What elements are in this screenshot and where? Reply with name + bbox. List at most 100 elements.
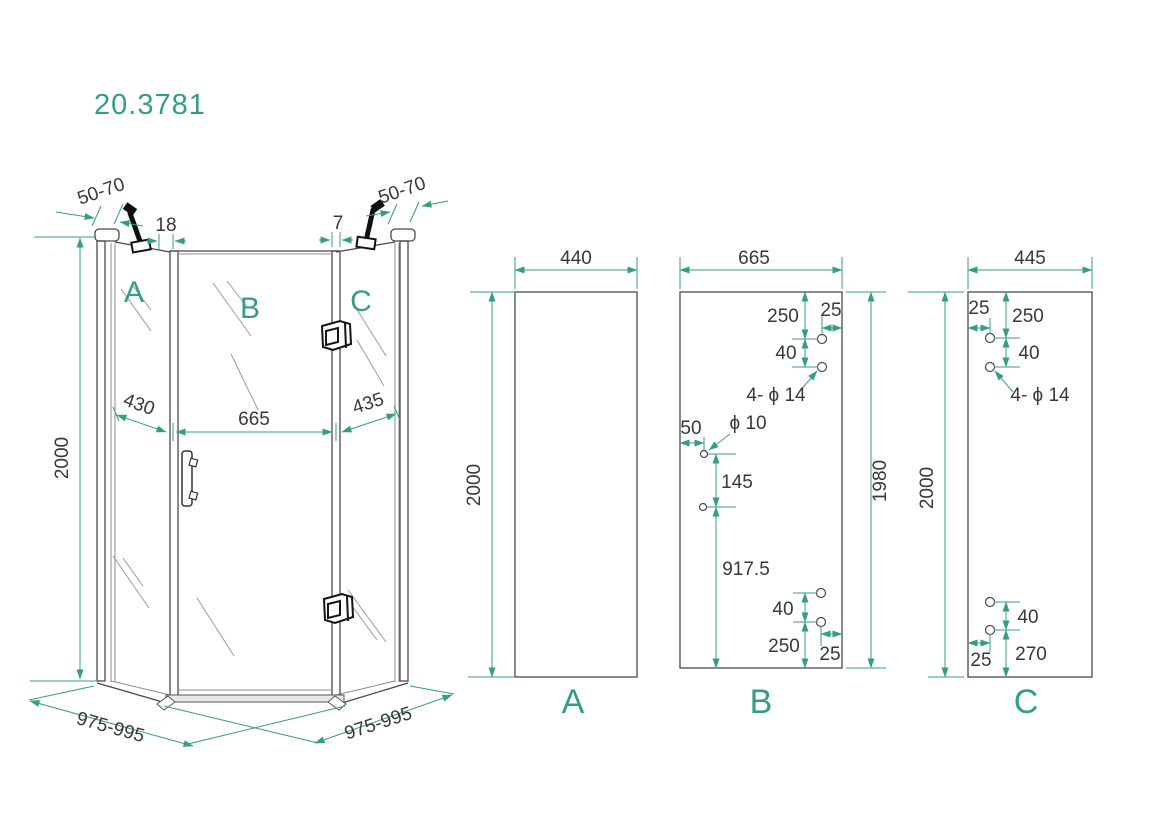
dim-b-mid-inset: 917.5 <box>722 559 770 580</box>
support-bar-right-mount <box>370 199 385 213</box>
drill-hole <box>984 361 996 373</box>
dim-height-persp: 2000 <box>52 437 73 479</box>
dim-c-width-persp-line <box>341 413 397 433</box>
dim-c-top-gap: 40 <box>1018 343 1039 364</box>
handle-mount-bottom <box>188 490 199 501</box>
dim-b-bot-inset: 250 <box>768 636 800 657</box>
ext-tick <box>91 205 102 227</box>
shine-line <box>196 597 235 657</box>
dim-b-mid-edge: 50 <box>680 418 701 439</box>
drill-hole <box>984 596 996 608</box>
drill-hole <box>698 502 708 512</box>
panel-b-view: 665 25 250 40 4- ϕ 14 50 ϕ 10 145 917.5 <box>679 248 891 721</box>
door-frame-left <box>169 250 179 699</box>
drawing-number: 20.3781 <box>94 89 206 121</box>
dim-wall-right-arrow2 <box>421 200 449 208</box>
panel-b-outline <box>679 291 843 669</box>
drill-hole <box>815 616 827 628</box>
dim-wall-right-arrow1 <box>365 210 391 218</box>
ext-line <box>409 685 455 695</box>
hinge-bottom <box>323 593 354 624</box>
persp-label-c: C <box>350 285 372 318</box>
shine-line <box>112 555 150 609</box>
ext-tick <box>409 201 420 223</box>
shine-line <box>132 285 152 311</box>
ext-tick <box>387 203 398 225</box>
dim-b-bot-gap: 40 <box>772 599 793 620</box>
dim-a-width: 440 <box>560 248 592 269</box>
dim-c-top-edge: 25 <box>968 298 989 319</box>
dim-b-width: 665 <box>738 248 770 269</box>
left-wall-profile <box>96 240 106 682</box>
dim-a-height: 2000 <box>464 464 485 506</box>
leader-b-holes <box>798 370 818 393</box>
shine-line <box>226 280 248 308</box>
shine-line <box>120 288 152 332</box>
drill-hole <box>816 333 828 345</box>
ext-tick <box>112 406 120 422</box>
flat-label-a: A <box>562 683 585 721</box>
drill-hole <box>815 587 827 599</box>
dim-c-bot-edge: 25 <box>970 650 991 671</box>
right-wall-cap <box>390 228 416 242</box>
panel-a-view: 440 2000 A <box>464 248 638 721</box>
ext-line <box>163 705 319 744</box>
leader-b-mid-hole <box>708 433 731 451</box>
dim-b-glass-height: 1980 <box>870 460 891 502</box>
hinge-top <box>320 319 353 352</box>
dim-wall-left-arrow1 <box>55 211 95 220</box>
dim-base-right-line <box>314 694 453 744</box>
dim-wall-left: 50-70 <box>75 174 128 210</box>
dim-base-right: 975-995 <box>342 703 415 745</box>
dim-c-bot-gap: 40 <box>1017 607 1038 628</box>
persp-label-b: B <box>240 292 260 325</box>
shine-line <box>351 605 378 641</box>
panel-a-outline <box>514 291 638 678</box>
dim-c-width-persp: 435 <box>350 389 387 419</box>
left-wall-cap <box>94 228 120 242</box>
drill-hole <box>984 624 996 636</box>
ext-tick <box>113 203 124 225</box>
flat-label-b: B <box>750 683 773 721</box>
drill-hole <box>816 361 828 373</box>
support-bar-left-mount <box>122 202 138 216</box>
dim-b-top-edge: 25 <box>820 300 841 321</box>
ext-tick <box>393 405 401 421</box>
dim-c-height: 2000 <box>917 467 938 509</box>
dim-gap-c: 7 <box>333 213 344 234</box>
dim-c-top-holes: 4- ϕ 14 <box>1010 385 1070 406</box>
handle-mount-top <box>188 457 199 468</box>
dim-base-left-line <box>29 700 194 747</box>
floor-edge-left <box>96 682 167 704</box>
shine-line <box>230 353 259 411</box>
dim-b-mid-hole: ϕ 10 <box>729 413 766 434</box>
right-wall-profile <box>399 240 409 682</box>
shine-line <box>122 557 144 587</box>
support-bar-left <box>127 210 144 247</box>
panel-c-view: 445 25 250 40 4- ϕ 14 40 270 25 2000 C <box>908 248 1093 721</box>
dim-c-width: 445 <box>1014 248 1046 269</box>
dim-c-top-inset: 250 <box>1012 306 1044 327</box>
panel-c-outline <box>967 291 1093 678</box>
perspective-view: A B C 50-70 18 7 50-70 430 665 <box>28 173 455 747</box>
flat-label-c: C <box>1014 683 1039 721</box>
dim-wall-left-arrow2 <box>119 220 144 228</box>
panel-a-bottom-edge <box>110 680 171 696</box>
dim-b-top-gap: 40 <box>775 343 796 364</box>
shine-line <box>356 339 385 387</box>
dim-b-bot-edge: 25 <box>819 644 840 665</box>
dim-b-top-holes: 4- ϕ 14 <box>746 385 806 406</box>
ext-line <box>187 705 346 745</box>
shine-line <box>355 307 387 357</box>
dim-base-left: 975-995 <box>74 708 147 747</box>
drill-hole <box>699 449 709 459</box>
dim-a-width-persp-line <box>116 414 167 433</box>
leader-c-holes <box>994 370 1014 393</box>
dim-c-bot-inset: 270 <box>1015 644 1047 665</box>
persp-label-a: A <box>124 276 144 309</box>
dim-b-mid-gap: 145 <box>721 472 753 493</box>
dim-wall-right: 50-70 <box>376 173 429 209</box>
shine-line <box>212 282 252 337</box>
